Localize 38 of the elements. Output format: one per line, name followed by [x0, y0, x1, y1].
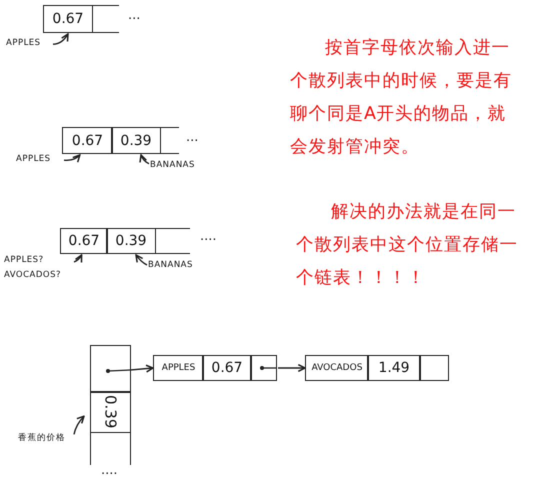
arrow — [278, 364, 306, 372]
arrow — [73, 415, 85, 435]
array-cell: 0.67 — [202, 355, 252, 381]
ellipsis: .... — [200, 229, 217, 244]
ellipsis: ... — [186, 130, 198, 145]
array-cell — [419, 355, 449, 381]
note-text: 按首字母依次输入进一个散列表中的时候，要是有聊个同是A开头的物品，就会发射管冲突。 — [290, 37, 512, 159]
array-cell — [90, 345, 131, 393]
arrow — [74, 254, 82, 264]
array-cell: 0.67 — [62, 127, 113, 154]
arrow — [140, 154, 150, 164]
array-cell: 0.67 — [60, 228, 108, 254]
array-cell: 0.39 — [106, 228, 156, 254]
arrow — [130, 364, 154, 373]
ellipsis: .... — [101, 463, 118, 478]
array-cell: 0.39 — [90, 391, 131, 433]
array-cell: 1.49 — [367, 355, 421, 381]
array-cell: 0.39 — [111, 127, 161, 154]
array-cell: APPLES — [153, 355, 204, 381]
array-cell — [250, 355, 277, 381]
handwritten-label: BANANAS — [150, 159, 208, 171]
array-cell — [154, 228, 190, 254]
note-text: 解决的办法就是在同一个散列表中这个位置存储一个链表！！！！ — [296, 201, 518, 290]
array-cell — [90, 431, 131, 465]
ellipsis: ... — [128, 8, 140, 23]
handwritten-label: APPLES — [6, 37, 52, 49]
handwritten-label: BANANAS — [148, 259, 206, 271]
handwritten-label: AVOCADOS? — [4, 269, 62, 282]
array-cell: 0.67 — [43, 5, 93, 33]
array-cell — [91, 5, 119, 33]
array-cell — [159, 127, 179, 154]
handwritten-label: 香蕉的价格 — [18, 432, 82, 444]
array-cell: AVOCADOS — [305, 355, 369, 381]
arrow — [135, 254, 148, 266]
handwritten-label: APPLES — [16, 153, 62, 165]
handwritten-label: APPLES? — [4, 254, 44, 267]
arrow — [52, 33, 69, 45]
arrow — [64, 154, 81, 163]
